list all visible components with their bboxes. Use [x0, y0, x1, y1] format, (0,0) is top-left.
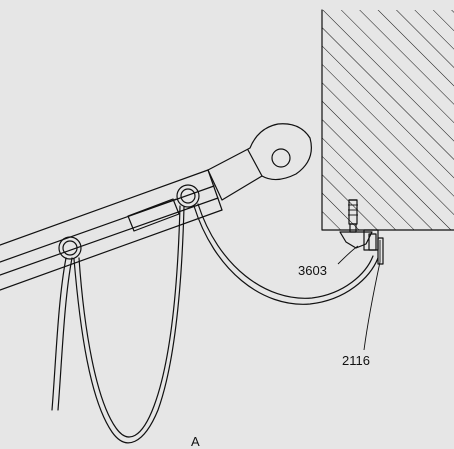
ring-connector-right	[176, 184, 200, 208]
cables	[51, 203, 379, 444]
arm-with-eye	[207, 123, 312, 201]
ring-connector-left	[58, 236, 82, 260]
rail-sleeve	[127, 198, 180, 232]
leader-lines	[337, 245, 381, 351]
view-label-a: A	[191, 434, 200, 449]
hatched-wall	[321, 9, 454, 231]
label-3603: 3603	[298, 263, 327, 278]
clip-assembly	[339, 199, 384, 265]
rail-assembly	[0, 169, 223, 291]
label-2116: 2116	[342, 353, 370, 368]
